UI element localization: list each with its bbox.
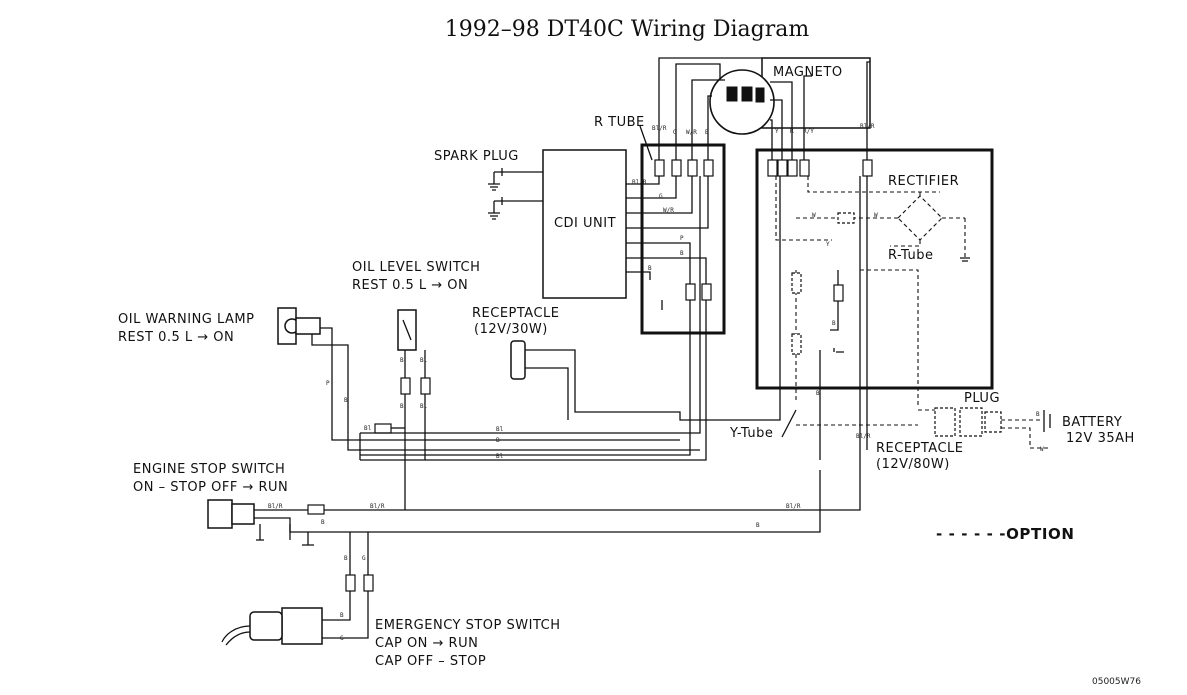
connector — [685, 283, 696, 301]
svg-text:B: B — [321, 519, 325, 526]
svg-text:B: B — [344, 397, 348, 404]
cdi-unit: CDI UNIT — [542, 149, 627, 299]
engine-stop-switch: ENGINE STOP SWITCH ON – STOP OFF → RUN B… — [133, 176, 861, 546]
diagram-title: 1992–98 DT40C Wiring Diagram — [445, 17, 810, 42]
svg-text:Bl: Bl — [420, 403, 428, 410]
engine-stop-switch-label: ENGINE STOP SWITCH — [133, 462, 285, 477]
svg-text:R: R — [790, 128, 794, 135]
receptacle-30w-label: RECEPTACLE — [472, 306, 560, 321]
svg-text:B: B — [680, 250, 684, 257]
svg-text:B: B — [816, 390, 820, 397]
svg-text:Y: Y — [775, 128, 779, 135]
oil-warning-lamp-label: OIL WARNING LAMP — [118, 312, 255, 327]
emergency-stop-switch-label: EMERGENCY STOP SWITCH — [375, 618, 560, 633]
battery-label: BATTERY — [1062, 415, 1122, 430]
cdi-unit-label: CDI UNIT — [554, 216, 616, 231]
svg-text:B: B — [400, 403, 404, 410]
svg-text:Bl: Bl — [364, 425, 372, 432]
svg-text:Bl/R: Bl/R — [856, 433, 871, 440]
emergency-stop-switch: B G B G EMERGENCY STOP SWITCH CAP ON → R… — [221, 532, 560, 669]
svg-text:W: W — [1040, 446, 1044, 453]
y-tube-label: Y-Tube — [729, 426, 773, 441]
rectifier-label: RECTIFIER — [888, 174, 959, 189]
svg-text:B: B — [344, 555, 348, 562]
svg-text:R/Y: R/Y — [803, 128, 814, 135]
spark-plugs: SPARK PLUG — [434, 149, 543, 220]
svg-text:Bl: Bl — [496, 426, 504, 433]
coil — [726, 86, 738, 102]
svg-text:B: B — [1036, 411, 1040, 418]
rectifier-connectors — [767, 159, 873, 302]
svg-text:Y: Y — [826, 241, 830, 248]
figure-code: 05005W76 — [1092, 677, 1141, 687]
svg-text:Bl: Bl — [496, 453, 504, 460]
svg-text:W/R: W/R — [663, 207, 674, 214]
svg-text:W: W — [812, 212, 816, 219]
magneto-wires: Bl/R G W/R B — [652, 57, 762, 160]
svg-text:Bl/R: Bl/R — [632, 179, 647, 186]
connector — [701, 283, 712, 301]
cdi-connector-housing — [640, 143, 726, 335]
cdi-unit-box — [542, 149, 627, 299]
connector — [687, 159, 698, 177]
svg-text:W: W — [874, 212, 878, 219]
svg-text:B: B — [756, 522, 760, 529]
svg-text:B: B — [832, 320, 836, 327]
emergency-cap-on: CAP ON → RUN — [375, 636, 478, 651]
receptacle-30w-rating: (12V/30W) — [474, 322, 548, 337]
svg-text:Bl: Bl — [420, 357, 428, 364]
connector — [703, 159, 714, 177]
oil-level-switch: OIL LEVEL SWITCH REST 0.5 L → ON B Bl B … — [352, 260, 480, 510]
oil-warning-lamp: OIL WARNING LAMP REST 0.5 L → ON P B — [118, 307, 700, 451]
svg-text:B: B — [400, 357, 404, 364]
svg-text:Bl/R: Bl/R — [652, 125, 667, 132]
cdi-wires: Bl/R G W/R P B B — [626, 176, 709, 310]
magneto-label: MAGNETO — [773, 65, 843, 80]
connector — [654, 159, 665, 177]
plug-label: PLUG — [964, 391, 1000, 406]
svg-text:Bl/R: Bl/R — [268, 503, 283, 510]
r-tube-lower-label: R-Tube — [888, 248, 933, 263]
svg-text:B: B — [648, 265, 652, 272]
receptacle-80w-rating: (12V/80W) — [876, 457, 950, 472]
svg-text:Bl/R: Bl/R — [860, 123, 875, 130]
rectifier-bridge — [897, 195, 943, 241]
battery-section: PLUG BATTERY 12V 35AH B W — [918, 391, 1135, 453]
coil — [741, 86, 753, 102]
receptacle-80w-label: RECEPTACLE — [876, 441, 964, 456]
magneto-box — [761, 57, 871, 129]
svg-text:G: G — [659, 193, 663, 200]
svg-text:Bl/R: Bl/R — [370, 503, 385, 510]
magneto: MAGNETO — [709, 57, 871, 135]
svg-text:B: B — [340, 612, 344, 619]
coil — [755, 87, 765, 103]
oil-level-switch-label: OIL LEVEL SWITCH — [352, 260, 480, 275]
engine-stop-switch-state: ON – STOP OFF → RUN — [133, 480, 288, 495]
magneto-flywheel — [709, 69, 775, 135]
svg-text:B: B — [496, 437, 500, 444]
svg-text:G: G — [340, 635, 344, 642]
svg-text:Bl/R: Bl/R — [786, 503, 801, 510]
battery-rating: 12V 35AH — [1066, 431, 1135, 446]
option-legend: - - - - - -OPTION — [936, 525, 1075, 543]
svg-text:P: P — [680, 235, 684, 242]
svg-text:P: P — [326, 380, 330, 387]
rectifier-housing — [755, 148, 994, 390]
r-tube-label: R TUBE — [594, 115, 645, 130]
svg-text:G: G — [362, 555, 366, 562]
svg-text:W/R: W/R — [686, 129, 697, 136]
connector — [671, 159, 682, 177]
rectifier-wires: Y R R/Y Bl/R W W Y R-Tube B B — [770, 61, 970, 460]
svg-text:B: B — [705, 129, 709, 136]
svg-text:G: G — [673, 129, 677, 136]
oil-level-switch-state: REST 0.5 L → ON — [352, 278, 468, 293]
emergency-cap-off: CAP OFF – STOP — [375, 654, 486, 669]
cdi-top-connectors — [654, 159, 714, 301]
bus-wires: Bl B Bl — [359, 176, 707, 461]
receptacle-30w: RECEPTACLE (12V/30W) — [472, 176, 781, 421]
spark-plug-label: SPARK PLUG — [434, 149, 519, 164]
oil-warning-lamp-state: REST 0.5 L → ON — [118, 330, 234, 345]
